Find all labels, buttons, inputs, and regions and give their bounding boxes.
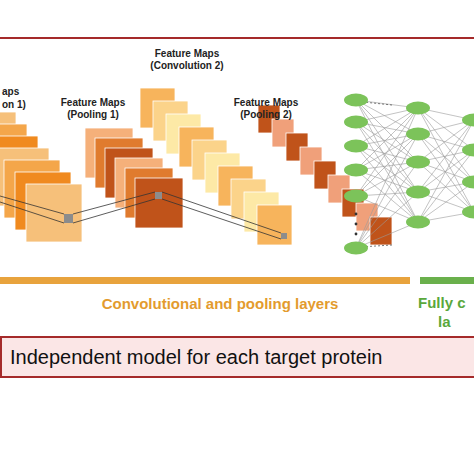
fc-weight: [356, 146, 418, 222]
layer-label: on 1): [2, 99, 42, 111]
neuron: [406, 216, 430, 229]
section-label: Convolutional and pooling layers: [60, 295, 380, 313]
neuron: [462, 176, 474, 189]
fc-weight: [418, 108, 474, 150]
projection-line: [162, 199, 281, 239]
projection-line: [0, 202, 64, 223]
neuron: [406, 156, 430, 169]
neuron: [406, 186, 430, 199]
neuron: [344, 140, 368, 153]
feature-map: [257, 205, 292, 245]
neuron: [344, 164, 368, 177]
ellipsis-dot: [355, 213, 358, 216]
neuron: [344, 94, 368, 107]
neuron: [344, 242, 368, 255]
layer-label: Feature Maps (Pooling 2): [226, 97, 306, 121]
fully-connected-net: [344, 94, 474, 255]
top-rule: [0, 37, 474, 39]
neuron: [406, 128, 430, 141]
fc-section-bar: [420, 277, 474, 284]
fc-weight: [418, 162, 474, 212]
fc-weight: [356, 108, 418, 146]
fc-weight: [356, 108, 418, 248]
fc-weight: [356, 162, 418, 248]
banner-text: Independent model for each target protei…: [10, 344, 382, 370]
ellipsis-dot: [355, 223, 358, 226]
neuron: [344, 116, 368, 129]
feature-map-stacks: [0, 88, 392, 245]
layer-label: aps: [2, 86, 42, 98]
layer-label: Feature Maps (Pooling 1): [52, 97, 134, 121]
neuron: [462, 206, 474, 219]
projection-line: [162, 192, 281, 233]
kernel-window: [281, 233, 287, 239]
ellipsis-dot: [355, 233, 358, 236]
layer-label: Feature Maps (Convolution 2): [140, 48, 234, 72]
kernel-window: [155, 192, 162, 199]
section-label: Fully c: [418, 294, 474, 312]
neuron: [462, 144, 474, 157]
section-label: la: [438, 313, 474, 331]
projection-line: [73, 199, 155, 223]
neuron: [406, 102, 430, 115]
conv-section-bar: [0, 277, 410, 284]
neuron: [344, 190, 368, 203]
neuron: [462, 114, 474, 127]
banner-box: Independent model for each target protei…: [0, 336, 474, 378]
kernel-window: [64, 214, 73, 223]
